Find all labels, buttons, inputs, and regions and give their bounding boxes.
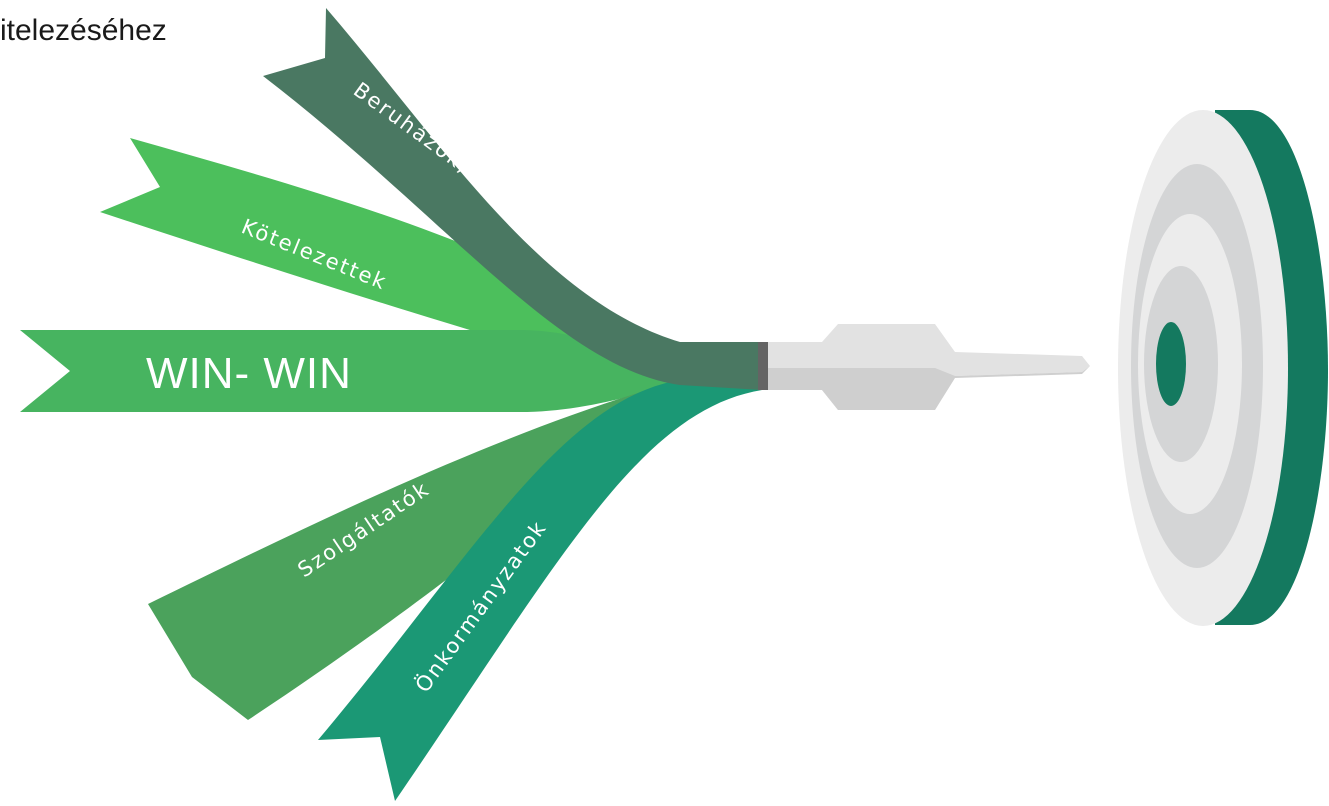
heading-fragment: itelezéséhez (0, 14, 167, 47)
ribbon-beruhazok (263, 8, 762, 390)
ribbon-onkormanyzatok (318, 380, 762, 801)
target-icon (1118, 110, 1328, 626)
label-win-win: WIN- WIN (146, 349, 352, 398)
dart-collar (758, 342, 768, 390)
ribbon-win-win (20, 330, 700, 412)
dart-icon (758, 324, 1090, 410)
dart-shade (768, 366, 1090, 410)
target-bullseye (1156, 322, 1186, 406)
